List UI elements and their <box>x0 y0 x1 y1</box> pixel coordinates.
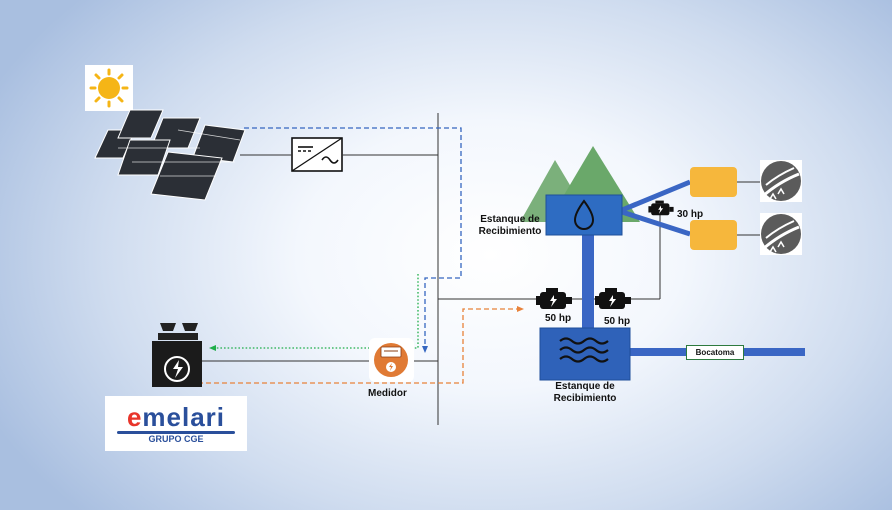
transformer-icon <box>152 323 202 387</box>
pump-right-hp-label: 50 hp <box>604 316 631 327</box>
pump-motor-icon <box>648 200 674 216</box>
sun-icon <box>85 65 133 111</box>
lower-tank-label: Estanque de Recibimiento <box>553 381 617 404</box>
upper-tank-label: Estanque de Recibimiento <box>478 214 542 237</box>
lower-tank <box>539 327 631 381</box>
company-logo: emelari GRUPO CGE <box>105 396 247 451</box>
crop-field-icon <box>760 160 802 202</box>
pump-left-hp-label: 50 hp <box>545 313 572 324</box>
logo-group-text: GRUPO CGE <box>148 434 204 444</box>
pump-motor-icon <box>536 288 572 309</box>
pump-motor-icon <box>595 288 631 309</box>
logo-swoosh <box>117 431 235 434</box>
logo-wordmark: emelari <box>126 402 226 432</box>
water-drop-icon <box>573 199 595 230</box>
solar-panel-icon <box>94 109 246 201</box>
water-waves-icon <box>559 337 609 363</box>
inverter-icon <box>291 137 343 172</box>
intake-label: Bocatoma <box>686 345 744 360</box>
distribution-box <box>690 167 737 197</box>
meter-label: Medidor <box>368 388 407 399</box>
electric-meter-icon <box>369 338 414 382</box>
pump-top-hp-label: 30 hp <box>677 209 704 220</box>
distribution-box <box>690 220 737 250</box>
crop-field-icon <box>760 213 802 255</box>
upper-tank <box>545 194 623 236</box>
